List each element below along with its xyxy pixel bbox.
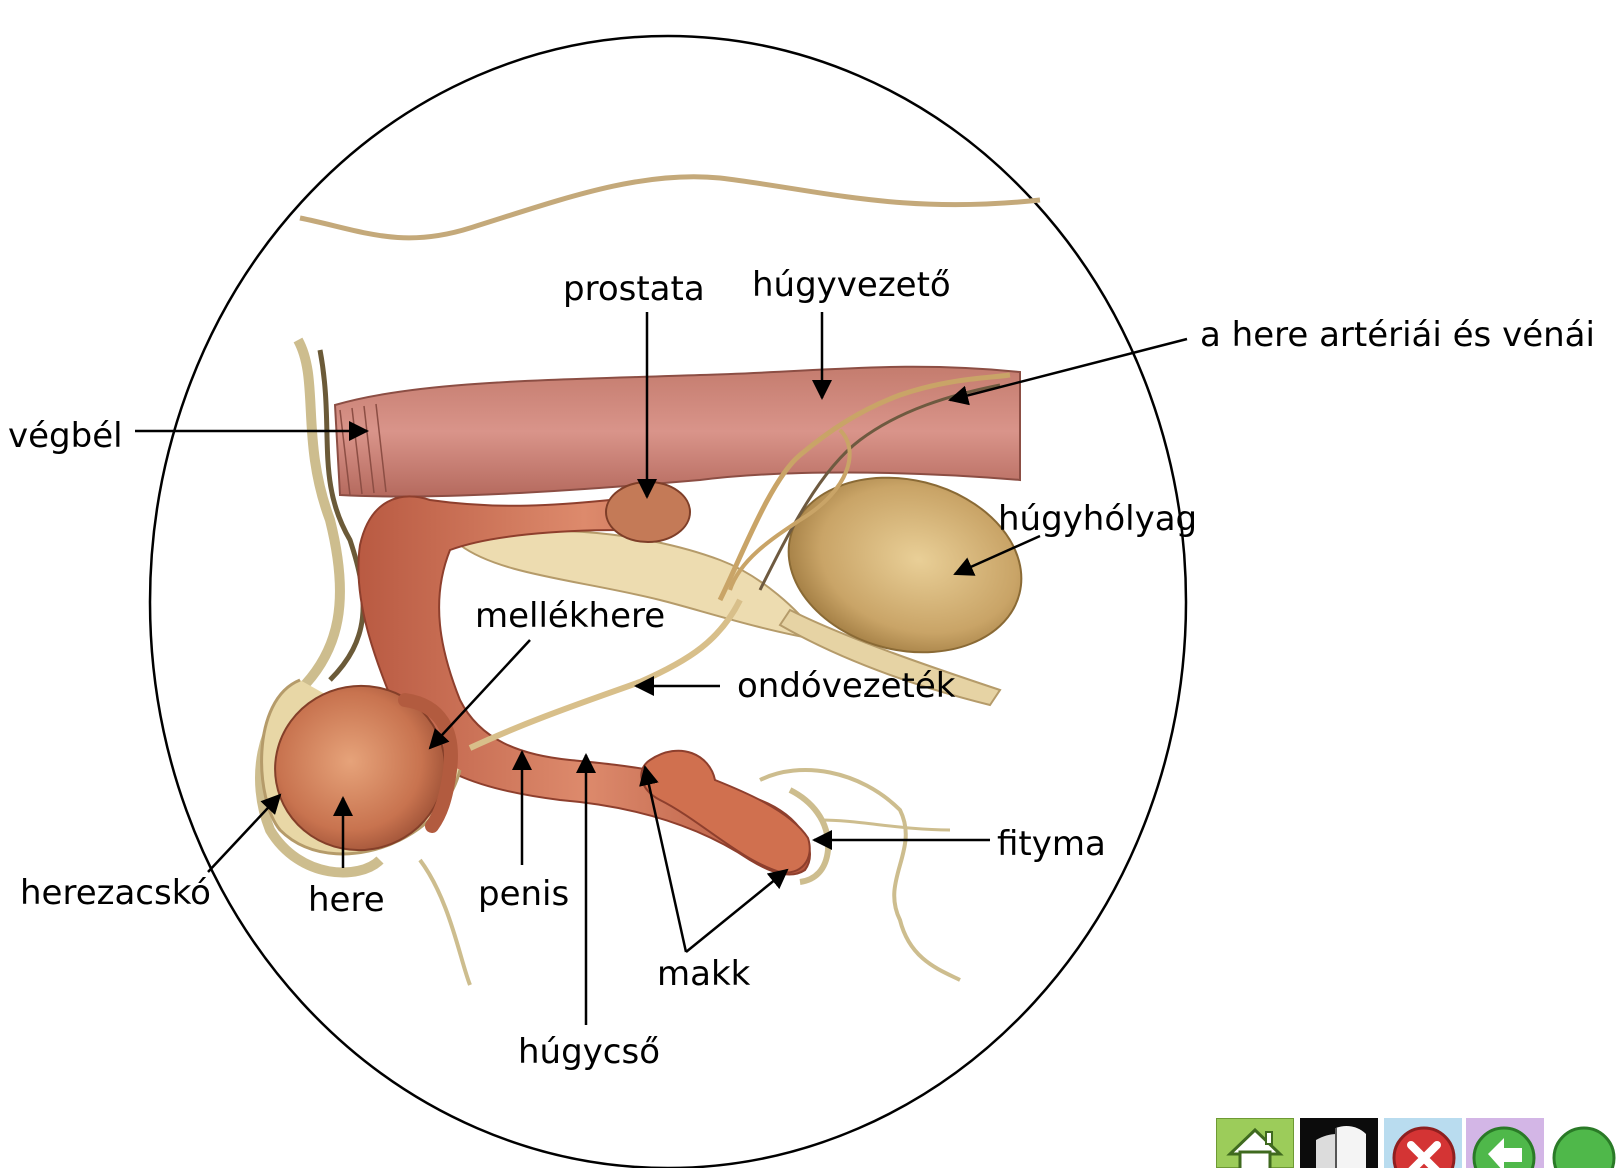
book-icon <box>1300 1118 1378 1168</box>
peritoneum-membrane <box>300 177 1040 238</box>
line-makk-2 <box>686 870 787 952</box>
label-ondovezetek: ondóvezeték <box>737 666 956 706</box>
close-icon <box>1384 1118 1462 1168</box>
label-arteriak: a here artériái és vénái <box>1200 315 1595 355</box>
label-fityma: fityma <box>997 824 1106 864</box>
close-button[interactable] <box>1384 1118 1462 1168</box>
back-button[interactable] <box>1466 1118 1544 1168</box>
book-button[interactable] <box>1300 1118 1378 1168</box>
label-here: here <box>308 880 385 920</box>
label-hugycso: húgycső <box>518 1032 660 1072</box>
label-makk: makk <box>657 954 751 994</box>
label-penis: penis <box>478 874 569 914</box>
next-icon <box>1548 1118 1623 1168</box>
label-vegbel: végbél <box>8 416 123 456</box>
label-hugyvezeto: húgyvezető <box>752 265 951 305</box>
label-herezacsko: herezacskó <box>20 873 211 913</box>
label-mellekhere: mellékhere <box>475 596 665 636</box>
back-icon <box>1466 1118 1544 1168</box>
label-hugyholyag: húgyhólyag <box>998 499 1197 539</box>
label-prostata: prostata <box>563 269 705 309</box>
next-button[interactable] <box>1548 1118 1623 1168</box>
home-icon <box>1216 1118 1294 1168</box>
home-button[interactable] <box>1216 1118 1294 1168</box>
